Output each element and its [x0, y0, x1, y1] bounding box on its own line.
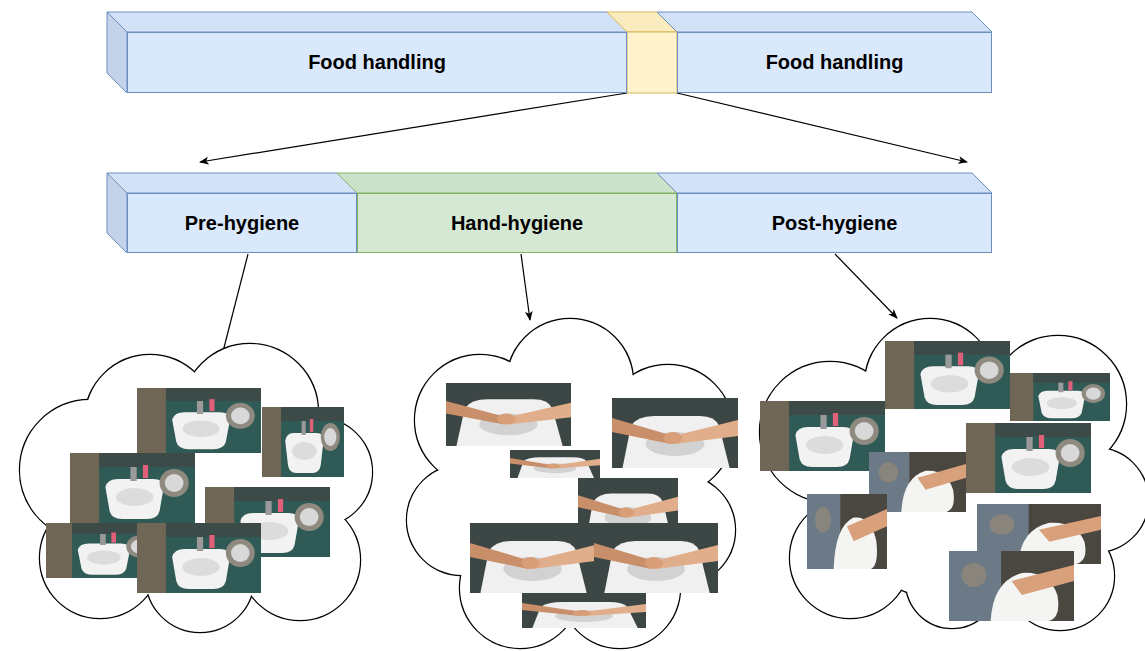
zoom-segment	[627, 32, 677, 93]
phase-band-faces	[107, 173, 992, 253]
top-band-faces	[107, 12, 992, 93]
image-cloud	[407, 319, 738, 648]
segment-label: Food handling	[766, 51, 904, 74]
segment-label: Pre-hygiene	[185, 212, 299, 235]
phase-segment: Post-hygiene	[677, 193, 992, 253]
activity-segment: Food handling	[127, 32, 627, 93]
segment-label: Food handling	[308, 51, 446, 74]
activity-segment: Food handling	[677, 32, 992, 93]
segment-label: Post-hygiene	[772, 212, 898, 235]
image-cloud	[20, 344, 372, 632]
segment-label: Hand-hygiene	[451, 212, 583, 235]
phase-segment: Pre-hygiene	[127, 193, 357, 253]
phase-segment: Hand-hygiene	[357, 193, 677, 253]
image-cloud	[760, 319, 1145, 630]
